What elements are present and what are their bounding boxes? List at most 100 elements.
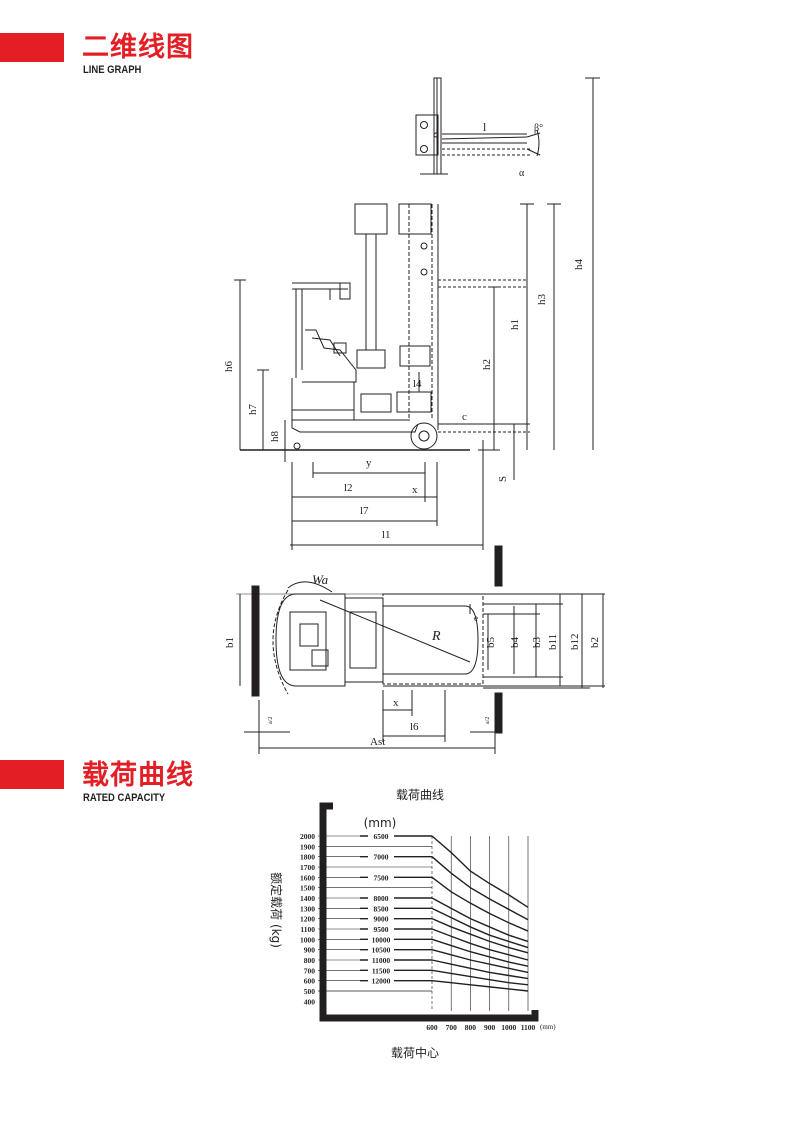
dim-label-l1: l1	[382, 529, 391, 541]
side-view-drawing: l β° α h4 h3 h1 h2 h6 h7 h8 l4 c y l2 x …	[223, 77, 600, 550]
chart-axis-frame	[319, 802, 539, 1022]
dim-label-l6: l6	[410, 721, 419, 733]
x-tick-label: 900	[484, 1023, 496, 1032]
line-graph-section-subtitle: LINE GRAPH	[83, 64, 142, 76]
y-tick-label: 1000	[300, 935, 315, 944]
series-label: 6500	[374, 832, 389, 841]
dim-label-b1: b1	[224, 637, 236, 648]
dim-label-h7: h7	[247, 404, 259, 416]
series-line	[431, 907, 529, 949]
dim-label-b2: b2	[589, 637, 601, 648]
series-label: 11000	[372, 956, 391, 965]
series-line	[431, 856, 529, 921]
x-tick-label: 700	[446, 1023, 458, 1032]
x-axis-unit: (mm)	[540, 1023, 556, 1031]
y-tick-label: 2000	[300, 832, 315, 841]
y-tick-label: 1700	[300, 863, 315, 872]
dim-label-h2: h2	[481, 359, 493, 370]
series-label-bg	[368, 975, 394, 985]
line-graph-section-bar	[0, 33, 64, 62]
chart-unit: (mm)	[364, 816, 397, 830]
rated-capacity-section-title: 载荷曲线	[82, 760, 194, 791]
y-tick-label: 600	[304, 977, 316, 986]
dim-label-b5: b5	[485, 637, 497, 649]
series-label-bg	[368, 831, 394, 840]
dim-label-a-half-right: a/2	[485, 717, 491, 724]
dim-label-h6: h6	[223, 361, 235, 373]
series-label-bg	[368, 944, 394, 954]
dim-label-a-half-left: a/2	[268, 717, 274, 724]
dim-label-x-plan: x	[393, 697, 399, 709]
x-axis-label: 载荷中心	[391, 1045, 439, 1060]
y-tick-label: 1400	[300, 894, 315, 903]
dim-label-r: R	[431, 629, 441, 644]
series-line	[431, 959, 529, 980]
chart-title: 载荷曲线	[396, 788, 444, 802]
y-axis-label: 额定载荷 (kg)	[269, 872, 284, 948]
dim-label-h8: h8	[269, 431, 281, 443]
series-label-bg	[368, 851, 394, 861]
y-tick-label: 1300	[300, 904, 315, 913]
y-tick-label: 900	[304, 946, 316, 955]
dim-label-wa: Wa	[312, 572, 329, 587]
line-graph-section-title: 二维线图	[82, 32, 194, 63]
series-label: 10000	[372, 935, 391, 944]
dim-label-ast: Ast	[370, 736, 385, 748]
y-tick-label: 800	[304, 956, 316, 965]
x-tick-label: 800	[465, 1023, 477, 1032]
series-line	[431, 969, 529, 986]
series-label: 10500	[372, 946, 391, 955]
x-tick-label: 1100	[521, 1023, 536, 1032]
series-label: 7500	[374, 873, 389, 882]
y-tick-label: 1600	[300, 873, 315, 882]
series-label-bg	[368, 965, 394, 975]
dim-label-b11: b11	[547, 634, 559, 650]
dim-label-h4: h4	[573, 259, 585, 271]
series-label-bg	[368, 893, 394, 902]
dim-label-s: S	[497, 476, 509, 482]
series-label: 8000	[374, 894, 389, 903]
y-tick-label: 1100	[300, 925, 315, 934]
series-line	[431, 835, 529, 908]
series-line	[431, 928, 529, 961]
dim-label-h1: h1	[509, 319, 521, 330]
series-label-bg	[368, 903, 394, 913]
series-label-bg	[368, 934, 394, 944]
dim-label-alpha: α	[519, 168, 525, 179]
dim-label-b3: b3	[531, 637, 543, 649]
series-label: 7000	[374, 853, 389, 862]
series-line	[431, 979, 529, 992]
dim-label-l7: l7	[360, 505, 369, 517]
series-line	[431, 897, 529, 943]
dim-label-c: c	[462, 411, 467, 423]
series-label: 9000	[374, 915, 389, 924]
rated-capacity-section-subtitle: RATED CAPACITY	[83, 792, 166, 804]
y-tick-label: 1200	[300, 915, 315, 924]
y-tick-label: 1500	[300, 884, 315, 893]
y-tick-label: 700	[304, 966, 316, 975]
dim-label-l: l	[483, 120, 487, 134]
y-tick-label: 1900	[300, 842, 315, 851]
dim-label-beta: β°	[534, 123, 543, 134]
series-label: 11500	[372, 966, 391, 975]
rated-capacity-section-bar	[0, 760, 64, 789]
series-label: 9500	[374, 925, 389, 934]
dim-label-h3: h3	[536, 294, 548, 306]
dim-label-y: y	[366, 457, 372, 469]
dim-label-b12: b12	[569, 634, 581, 651]
series-label: 8500	[374, 904, 389, 913]
dim-label-l2: l2	[344, 482, 353, 494]
dim-label-b4: b4	[509, 637, 521, 649]
plan-view-drawing: Wa b1 R e b5 b4 b3 b11 b12 b2 x l6 Ast a…	[224, 545, 605, 754]
x-tick-label: 1000	[501, 1023, 516, 1032]
dim-label-x: x	[412, 484, 418, 496]
series-line	[431, 918, 529, 954]
series-line	[431, 948, 529, 974]
y-tick-label: 1800	[300, 853, 315, 862]
series-label-bg	[368, 913, 394, 923]
y-tick-label: 500	[304, 987, 316, 996]
x-tick-label: 600	[426, 1023, 438, 1032]
dim-label-l4: l4	[413, 378, 422, 390]
series-label-bg	[368, 924, 394, 933]
